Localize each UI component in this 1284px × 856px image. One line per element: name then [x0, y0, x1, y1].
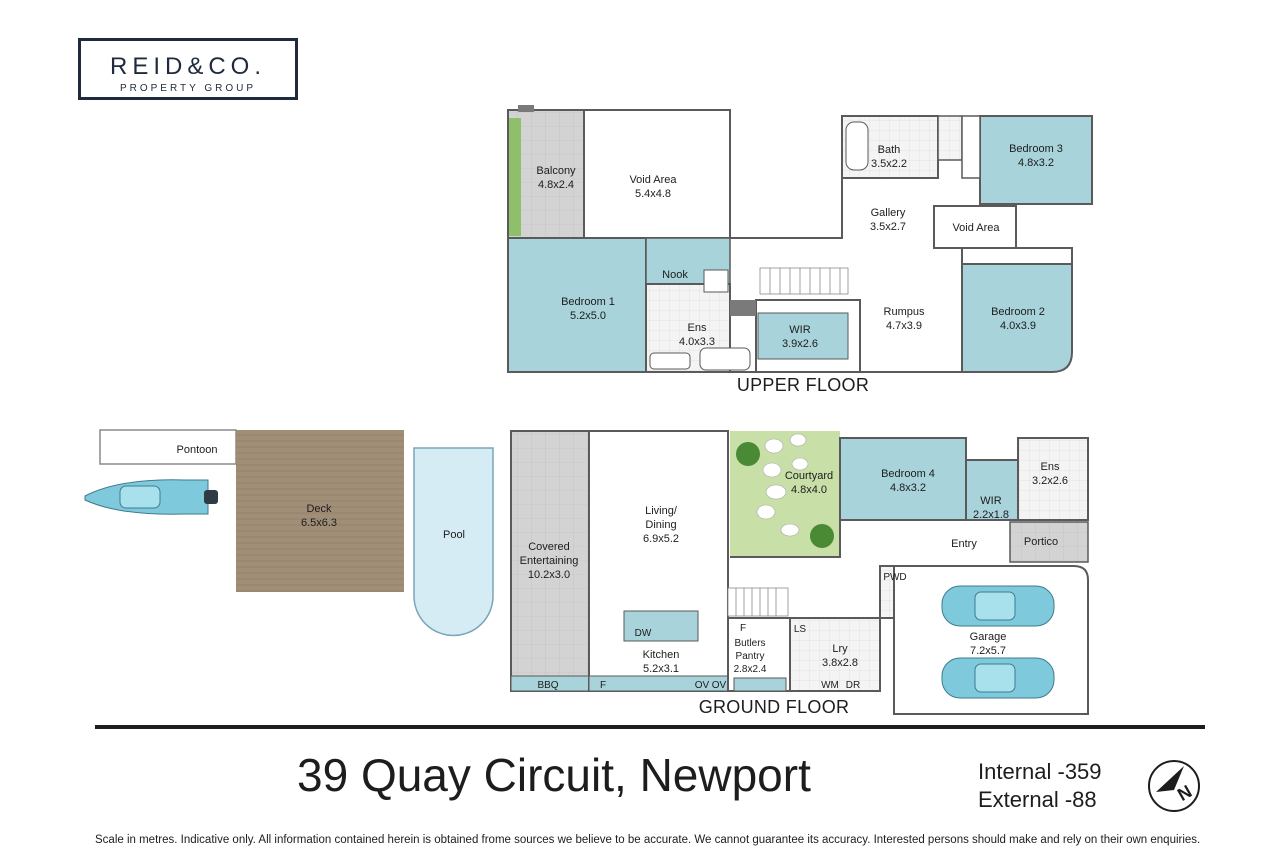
upper-floor: Balcony 4.8x2.4 Void Area 5.4x4.8 Bath 3…	[507, 105, 1093, 395]
portico-name: Portico	[1024, 536, 1058, 548]
pontoon-area	[99, 429, 237, 465]
north-label: N	[1174, 781, 1195, 805]
dryer-label: DR	[846, 680, 860, 691]
ensuite-ground-size: 3.2x2.6	[1032, 475, 1068, 487]
laundry-name: Lry	[832, 643, 848, 655]
portico-area	[1009, 521, 1089, 563]
pool-name: Pool	[443, 529, 465, 541]
void-area-upper	[583, 109, 731, 239]
disclaimer-text: Scale in metres. Indicative only. All in…	[95, 834, 1201, 846]
bbq-label: BBQ	[537, 680, 558, 691]
entry-name: Entry	[951, 538, 977, 550]
void-area-right	[933, 205, 1017, 249]
tree-icon	[810, 524, 834, 548]
property-address: 39 Quay Circuit, Newport	[297, 749, 811, 801]
ground-floor-title: GROUND FLOOR	[699, 697, 850, 717]
logo-name: REID&CO.	[109, 53, 266, 80]
oven-label-2: OV	[712, 680, 727, 691]
living-size: 6.9x5.2	[643, 533, 679, 545]
stairs-upper	[759, 267, 849, 295]
bedroom-1-name: Bedroom 1	[561, 296, 615, 308]
deck-name: Deck	[306, 503, 332, 515]
balcony-name: Balcony	[536, 165, 576, 177]
boat-icon	[84, 479, 218, 515]
external-area: External -88	[978, 787, 1097, 812]
laundry-area	[789, 617, 881, 692]
void-area-right-name: Void Area	[952, 222, 1000, 234]
wir-upper-size: 3.9x2.6	[782, 338, 818, 350]
ensuite-upper-name: Ens	[688, 322, 707, 334]
tree-icon	[736, 442, 760, 466]
kitchen-size: 5.2x3.1	[643, 663, 679, 675]
bedroom-2-area	[961, 263, 1073, 373]
bedroom-4-name: Bedroom 4	[881, 468, 935, 480]
void-area-upper-size: 5.4x4.8	[635, 188, 671, 200]
gallery-size: 3.5x2.7	[870, 221, 906, 233]
living-dining-area	[588, 430, 729, 692]
covered-size: 10.2x3.0	[528, 569, 570, 581]
balcony-size: 4.8x2.4	[538, 179, 574, 191]
car-icon	[941, 585, 1055, 627]
kitchen-name: Kitchen	[643, 649, 680, 661]
wir-ground-name: WIR	[980, 495, 1001, 507]
gallery-name: Gallery	[871, 207, 906, 219]
ensuite-upper-size: 4.0x3.3	[679, 336, 715, 348]
pantry-fridge-label: F	[740, 623, 746, 634]
bedroom-4-size: 4.8x3.2	[890, 482, 926, 494]
pontoon-name: Pontoon	[177, 444, 218, 456]
bedroom-3-name: Bedroom 3	[1009, 143, 1063, 155]
covered-name-1: Covered	[528, 541, 570, 553]
stairs-ground	[727, 587, 789, 617]
bedroom-1-size: 5.2x5.0	[570, 310, 606, 322]
company-logo: REID&CO. PROPERTY GROUP	[78, 38, 298, 100]
pool-area	[413, 447, 494, 637]
divider-rule	[95, 725, 1205, 729]
bedroom-3-size: 4.8x3.2	[1018, 157, 1054, 169]
courtyard-name: Courtyard	[785, 470, 833, 482]
rumpus-name: Rumpus	[884, 306, 925, 318]
bedroom-4-area	[839, 437, 967, 521]
covered-name-2: Entertaining	[520, 555, 579, 567]
north-arrow-icon: N	[1148, 760, 1200, 812]
courtyard-size: 4.8x4.0	[791, 484, 827, 496]
bedroom-3-area	[979, 115, 1093, 205]
linen-label: LS	[794, 624, 807, 635]
bedroom-2-size: 4.0x3.9	[1000, 320, 1036, 332]
living-name-2: Dining	[645, 519, 676, 531]
ensuite-ground-name: Ens	[1041, 461, 1060, 473]
dishwasher-label: DW	[635, 628, 652, 639]
wir-upper-name: WIR	[789, 324, 810, 336]
butlers-name-2: Pantry	[736, 651, 765, 662]
oven-label-1: OV	[695, 680, 710, 691]
pwd-name: PWD	[883, 572, 906, 583]
living-name-1: Living/	[645, 505, 678, 517]
washing-machine-label: WM	[821, 680, 839, 691]
laundry-size: 3.8x2.8	[822, 657, 858, 669]
wir-ground-size: 2.2x1.8	[973, 509, 1009, 521]
deck-size: 6.5x6.3	[301, 517, 337, 529]
bedroom-2-name: Bedroom 2	[991, 306, 1045, 318]
butlers-name-1: Butlers	[734, 638, 765, 649]
bath-name: Bath	[878, 144, 901, 156]
deck-area	[236, 430, 404, 592]
floor-plan: Balcony 4.8x2.4 Void Area 5.4x4.8 Bath 3…	[84, 105, 1093, 717]
logo-subtitle: PROPERTY GROUP	[119, 83, 257, 94]
ground-floor: Pontoon Deck 6.5x6.3 Pool Covered Entert…	[84, 429, 1089, 717]
covered-entertaining-area	[510, 430, 590, 692]
balcony-planter	[509, 118, 521, 236]
garage-name: Garage	[970, 631, 1007, 643]
fridge-label: F	[600, 680, 606, 691]
internal-area: Internal -359	[978, 759, 1102, 784]
rumpus-size: 4.7x3.9	[886, 320, 922, 332]
car-icon	[941, 657, 1055, 699]
upper-floor-title: UPPER FLOOR	[737, 375, 869, 395]
kitchen-island	[623, 610, 699, 642]
butlers-size: 2.8x2.4	[734, 664, 767, 675]
nook-name: Nook	[662, 269, 688, 281]
ensuite-ground-area	[1017, 437, 1089, 521]
garage-size: 7.2x5.7	[970, 645, 1006, 657]
void-area-upper-name: Void Area	[629, 174, 677, 186]
bath-size: 3.5x2.2	[871, 158, 907, 170]
